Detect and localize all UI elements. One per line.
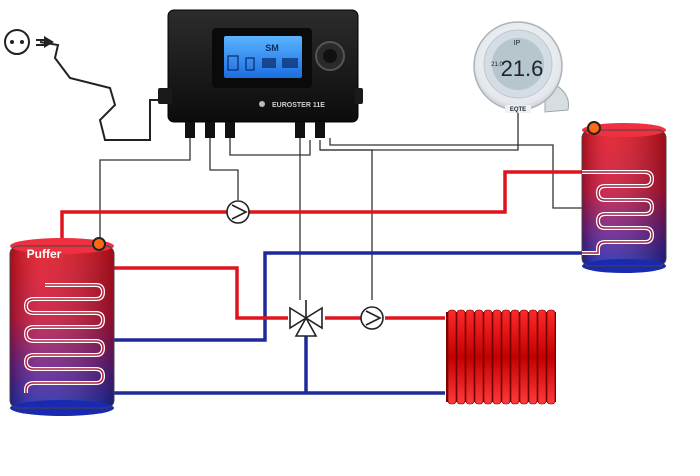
radiator <box>446 309 556 405</box>
mixing-valve-icon <box>289 300 323 337</box>
thermostat-side-text: 21.0 <box>491 62 503 68</box>
controller-unit <box>158 9 363 138</box>
controller-display-text: SM <box>265 43 279 53</box>
radiator-fin <box>501 309 511 405</box>
dhw-sensor-icon <box>587 121 601 135</box>
radiator-fin <box>537 309 547 405</box>
controller-brand-label: EUROSTER 11E <box>272 102 325 109</box>
radiator-fin <box>465 309 475 405</box>
thermostat-temperature: 21.6 <box>501 56 544 81</box>
buffer-sensor-icon <box>92 237 106 251</box>
power-socket-icon <box>4 29 30 55</box>
buffer-tank <box>9 238 115 416</box>
cold-pipes <box>113 251 582 395</box>
thermostat-top-text: IP <box>514 40 521 47</box>
radiator-fin <box>528 309 538 405</box>
radiator-fin <box>519 309 529 405</box>
radiator-fin <box>447 309 457 405</box>
radiator-fin <box>456 309 466 405</box>
dhw-tank <box>581 123 667 273</box>
radiator-fin <box>483 309 493 405</box>
radiator-fin <box>492 309 502 405</box>
pump-2-icon <box>360 306 384 330</box>
buffer-label: Puffer <box>27 247 62 261</box>
room-thermostat <box>473 21 570 113</box>
pump-1-icon <box>226 200 250 224</box>
radiator-fin <box>510 309 520 405</box>
control-wiring <box>39 41 582 300</box>
thermostat-brand-label: EQTE <box>510 107 526 113</box>
radiator-fin <box>546 309 556 405</box>
power-plug-icon <box>36 36 54 48</box>
radiator-fin <box>474 309 484 405</box>
hot-pipes <box>60 170 582 320</box>
